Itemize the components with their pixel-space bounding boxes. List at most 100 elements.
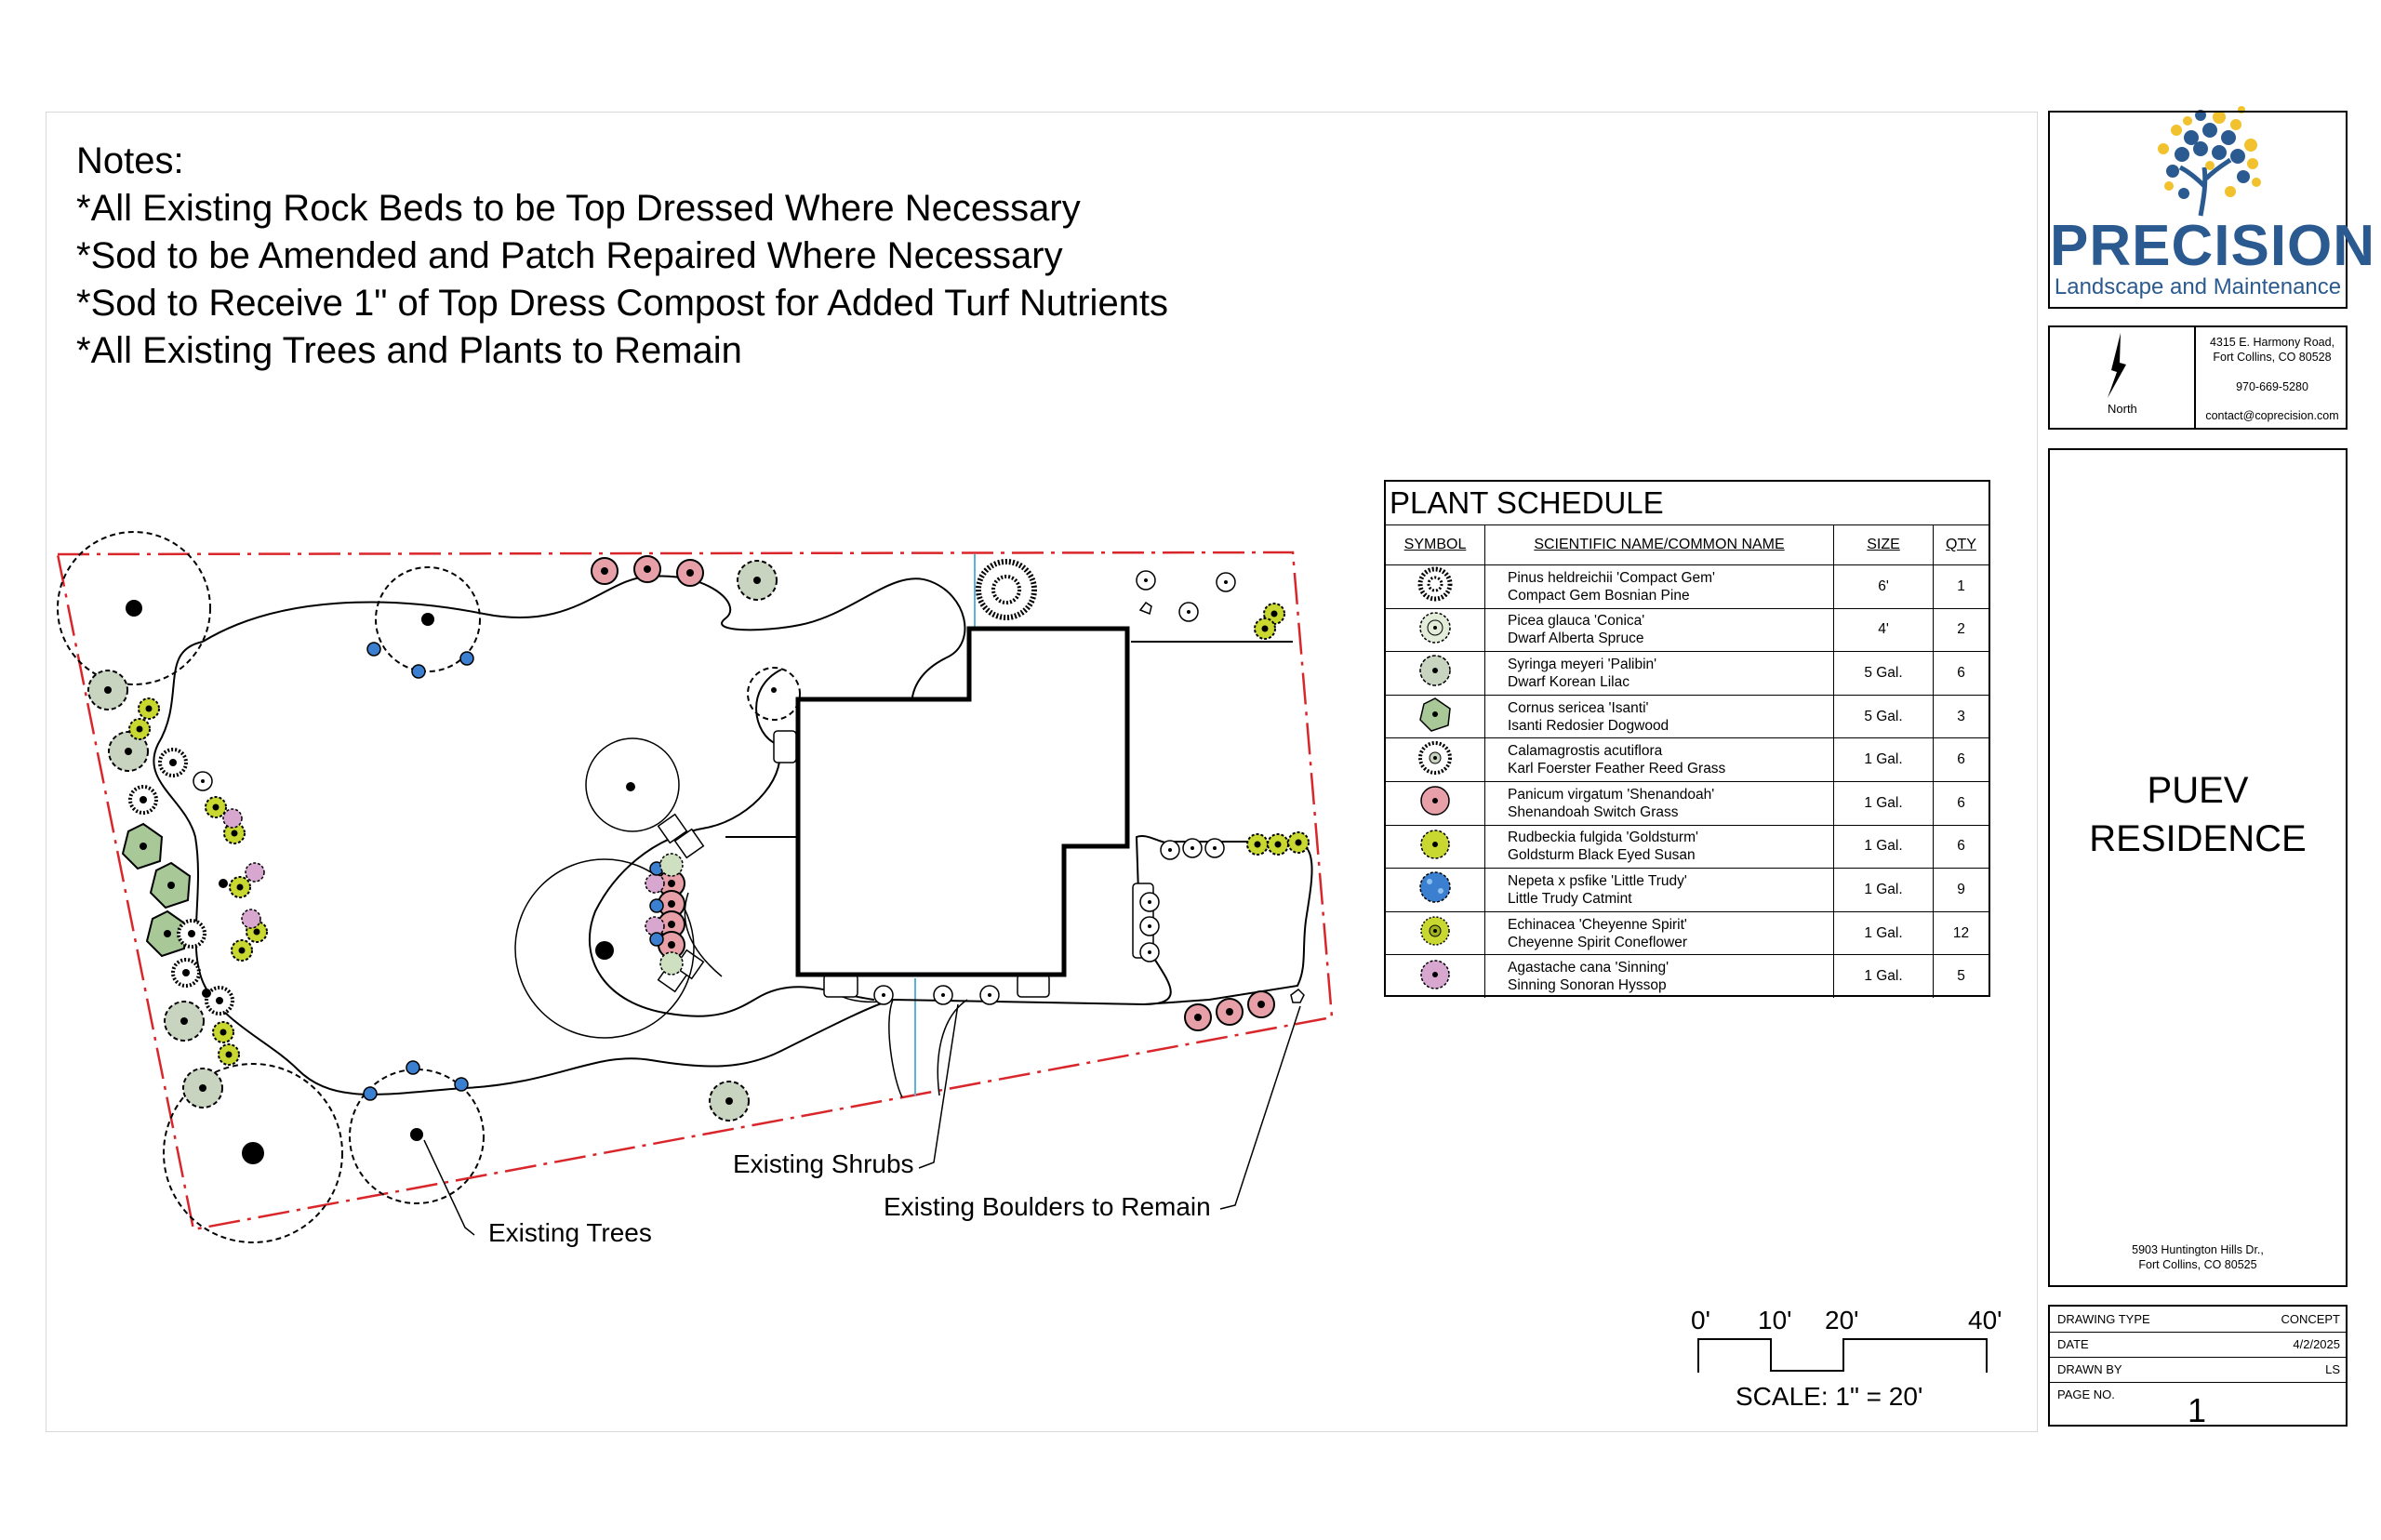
plant-name-cell: Agastache cana 'Sinning'Sinning Sonoran … (1484, 954, 1834, 998)
date-value: 4/2/2025 (2293, 1337, 2340, 1351)
column-header: QTY (1933, 524, 1989, 565)
size-cell: 5 Gal. (1833, 694, 1934, 738)
qty-cell: 9 (1933, 868, 1989, 912)
plant-schedule-row: Nepeta x psfike 'Little Trudy'Little Tru… (1386, 868, 1989, 912)
spruce-symbol-icon (1386, 607, 1485, 652)
qty-cell: 1 (1933, 564, 1989, 609)
dogwood-symbol-icon (1386, 694, 1485, 738)
contact-box: North 4315 E. Harmony Road, Fort Collins… (2048, 325, 2348, 430)
size-cell: 1 Gal. (1833, 780, 1934, 826)
existing-trees-callout: Existing Trees (488, 1218, 652, 1247)
scientific-name: Picea glauca 'Conica' (1508, 613, 1645, 630)
north-arrow-icon (2108, 333, 2126, 398)
pine-symbol-icon (1386, 564, 1485, 609)
qty-cell: 6 (1933, 780, 1989, 826)
company-address-line: Fort Collins, CO 80528 (2213, 351, 2332, 364)
scientific-name: Cornus sericea 'Isanti' (1508, 699, 1649, 716)
page-no-value: 1 (2188, 1391, 2207, 1429)
size-cell: 6' (1833, 564, 1934, 609)
scientific-name: Nepeta x psfike 'Little Trudy' (1508, 872, 1687, 889)
plant-schedule: PLANT SCHEDULE SYMBOL SCIENTIFIC NAME/CO… (1384, 480, 1990, 998)
drawn-by-value: LS (2325, 1362, 2340, 1376)
scientific-name: Rudbeckia fulgida 'Goldsturm' (1508, 830, 1698, 846)
drawing-type-value: CONCEPT (2281, 1312, 2340, 1326)
qty-cell: 2 (1933, 607, 1989, 652)
site-address: 5903 Huntington Hills Dr., Fort Collins,… (2050, 1242, 2346, 1272)
site-address-line: 5903 Huntington Hills Dr., (2132, 1243, 2264, 1256)
column-header: SCIENTIFIC NAME/COMMON NAME (1484, 524, 1834, 565)
scale-tick-label: 40' (1968, 1306, 2002, 1334)
column-header: SIZE (1833, 524, 1934, 565)
site-address-line: Fort Collins, CO 80525 (2138, 1258, 2257, 1271)
qty-cell: 3 (1933, 694, 1989, 738)
rudbeckia-symbol-icon (1386, 824, 1485, 869)
scientific-name: Echinacea 'Cheyenne Spirit' (1508, 916, 1687, 933)
qty-cell: 6 (1933, 651, 1989, 696)
hyssop-symbol-icon (1386, 954, 1485, 998)
scale-tick-label: 10' (1758, 1306, 1792, 1334)
qty-cell: 6 (1933, 824, 1989, 869)
common-name: Dwarf Korean Lilac (1508, 673, 1629, 690)
date-row: DATE 4/2/2025 (2050, 1332, 2346, 1358)
plant-name-cell: Syringa meyeri 'Palibin'Dwarf Korean Lil… (1484, 651, 1834, 696)
plant-name-cell: Cornus sericea 'Isanti'Isanti Redosier D… (1484, 694, 1834, 738)
scientific-name: Pinus heldreichii 'Compact Gem' (1508, 569, 1716, 586)
existing-shrubs-callout: Existing Shrubs (733, 1149, 914, 1178)
common-name: Karl Foerster Feather Reed Grass (1508, 761, 1726, 777)
logo-subtitle: Landscape and Maintenance (2054, 274, 2342, 299)
catmint-symbol-icon (1386, 868, 1485, 912)
size-cell: 1 Gal. (1833, 737, 1934, 782)
plant-schedule-table: SYMBOL SCIENTIFIC NAME/COMMON NAME SIZE … (1386, 524, 1989, 998)
plant-name-cell: Panicum virgatum 'Shenandoah'Shenandoah … (1484, 780, 1834, 826)
size-cell: 1 Gal. (1833, 910, 1934, 955)
note-item: *Sod to Receive 1" of Top Dress Compost … (76, 283, 1169, 324)
company-email: contact@coprecision.com (2205, 409, 2339, 422)
scale-tick-label: 0' (1691, 1306, 1710, 1334)
plant-schedule-row: Picea glauca 'Conica'Dwarf Alberta Spruc… (1386, 607, 1989, 652)
notes-heading: Notes: (76, 140, 184, 181)
drawn-by-label: DRAWN BY (2057, 1362, 2122, 1376)
drawing-type-label: DRAWING TYPE (2057, 1312, 2150, 1326)
company-address: 4315 E. Harmony Road, Fort Collins, CO 8… (2199, 335, 2346, 365)
size-cell: 1 Gal. (1833, 868, 1934, 912)
qty-cell: 6 (1933, 737, 1989, 782)
project-title-box: PUEV RESIDENCE 5903 Huntington Hills Dr.… (2048, 448, 2348, 1287)
plant-name-cell: Echinacea 'Cheyenne Spirit'Cheyenne Spir… (1484, 910, 1834, 955)
pine-plant (976, 559, 1037, 620)
scale-bar (1697, 1338, 1988, 1373)
qty-cell: 5 (1933, 954, 1989, 998)
project-title-line: RESIDENCE (2089, 818, 2307, 859)
switch-grass-symbol-icon (1386, 780, 1485, 826)
note-item: *Sod to be Amended and Patch Repaired Wh… (76, 235, 1063, 276)
qty-cell: 12 (1933, 910, 1989, 955)
page-no-label: PAGE NO. (2057, 1387, 2115, 1401)
drawing-info-box: DRAWING TYPE CONCEPT DATE 4/2/2025 DRAWN… (2048, 1305, 2348, 1429)
divider (2194, 327, 2196, 428)
size-cell: 4' (1833, 607, 1934, 652)
north-label: North (2108, 402, 2137, 416)
plant-schedule-row: Echinacea 'Cheyenne Spirit'Cheyenne Spir… (1386, 910, 1989, 955)
project-title-line: PUEV (2147, 770, 2249, 811)
plant-name-cell: Nepeta x psfike 'Little Trudy'Little Tru… (1484, 868, 1834, 912)
common-name: Isanti Redosier Dogwood (1508, 717, 1669, 734)
date-label: DATE (2057, 1337, 2089, 1351)
company-address-line: 4315 E. Harmony Road, (2209, 336, 2335, 349)
common-name: Compact Gem Bosnian Pine (1508, 587, 1690, 604)
common-name: Goldsturm Black Eyed Susan (1508, 847, 1696, 864)
drawing-type-row: DRAWING TYPE CONCEPT (2050, 1307, 2346, 1333)
existing-boulders-callout: Existing Boulders to Remain (884, 1192, 1211, 1221)
scale-tick-label: 20' (1825, 1306, 1859, 1334)
plant-schedule-row: Pinus heldreichii 'Compact Gem'Compact G… (1386, 564, 1989, 609)
common-name: Little Trudy Catmint (1508, 890, 1632, 907)
plant-name-cell: Rudbeckia fulgida 'Goldsturm'Goldsturm B… (1484, 824, 1834, 869)
plant-name-cell: Pinus heldreichii 'Compact Gem'Compact G… (1484, 564, 1834, 609)
size-cell: 5 Gal. (1833, 651, 1934, 696)
reed-grass-symbol-icon (1386, 737, 1485, 782)
logo-tree-icon (2158, 106, 2261, 217)
common-name: Dwarf Alberta Spruce (1508, 631, 1644, 647)
scientific-name: Calamagrostis acutiflora (1508, 743, 1663, 760)
plant-schedule-row: Panicum virgatum 'Shenandoah'Shenandoah … (1386, 780, 1989, 826)
